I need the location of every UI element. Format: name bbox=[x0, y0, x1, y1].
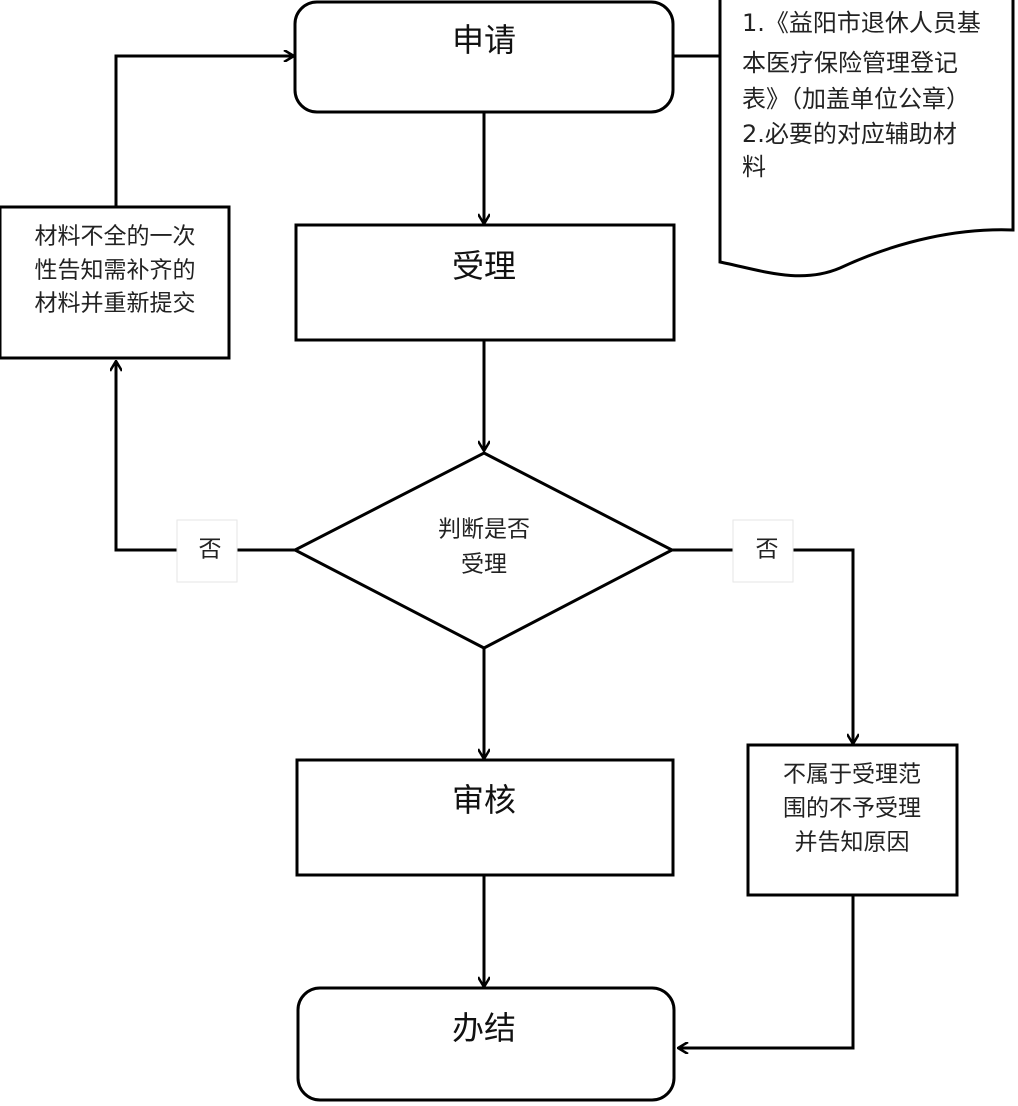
rejected-label-line: 不属于受理范 bbox=[783, 762, 921, 788]
incomplete-label-line: 材料并重新提交 bbox=[35, 291, 196, 317]
node-accept-label: 受理 bbox=[452, 247, 516, 285]
document-line: 本医疗保险管理登记 bbox=[742, 49, 958, 77]
decision-label-line: 受理 bbox=[461, 552, 507, 578]
document-line: 2.必要的对应辅助材 bbox=[742, 120, 957, 148]
node-review: 审核 bbox=[295, 758, 675, 877]
edge-label-text: 否 bbox=[199, 537, 222, 563]
document-line: 1.《益阳市退休人员基 bbox=[742, 9, 981, 37]
node-decision: 判断是否 受理 bbox=[291, 451, 676, 650]
node-review-label: 审核 bbox=[452, 781, 516, 819]
edge-label-text: 否 bbox=[756, 537, 779, 563]
decision-label-line: 判断是否 bbox=[438, 517, 530, 543]
node-finish-label: 办结 bbox=[452, 1009, 516, 1047]
node-required-documents: 1.《益阳市退休人员基 本医疗保险管理登记 表》（加盖单位公章） 2.必要的对应… bbox=[718, 0, 1015, 278]
rejected-label-line: 并告知原因 bbox=[795, 830, 910, 856]
incomplete-label-line: 性告知需补齐的 bbox=[35, 258, 196, 284]
node-apply: 申请 bbox=[293, 0, 675, 114]
node-accept: 受理 bbox=[294, 223, 676, 342]
edge-label-no-left: 否 bbox=[176, 519, 238, 583]
edge-label-no-right: 否 bbox=[732, 519, 794, 583]
arrow-rejected-to-finish bbox=[678, 895, 855, 1048]
node-finish: 办结 bbox=[296, 986, 676, 1102]
rejected-label-line: 围的不予受理 bbox=[783, 796, 921, 822]
arrow-decision-to-rejected bbox=[672, 548, 853, 744]
node-apply-label: 申请 bbox=[452, 21, 516, 59]
incomplete-label-line: 材料不全的一次 bbox=[35, 224, 196, 250]
node-incomplete-materials: 材料不全的一次 性告知需补齐的 材料并重新提交 bbox=[0, 205, 231, 360]
document-line: 表》（加盖单位公章） bbox=[742, 85, 970, 113]
node-rejected: 不属于受理范 围的不予受理 并告知原因 bbox=[746, 743, 959, 897]
document-line: 料 bbox=[742, 153, 766, 181]
arrow-incomplete-to-apply bbox=[114, 56, 294, 207]
